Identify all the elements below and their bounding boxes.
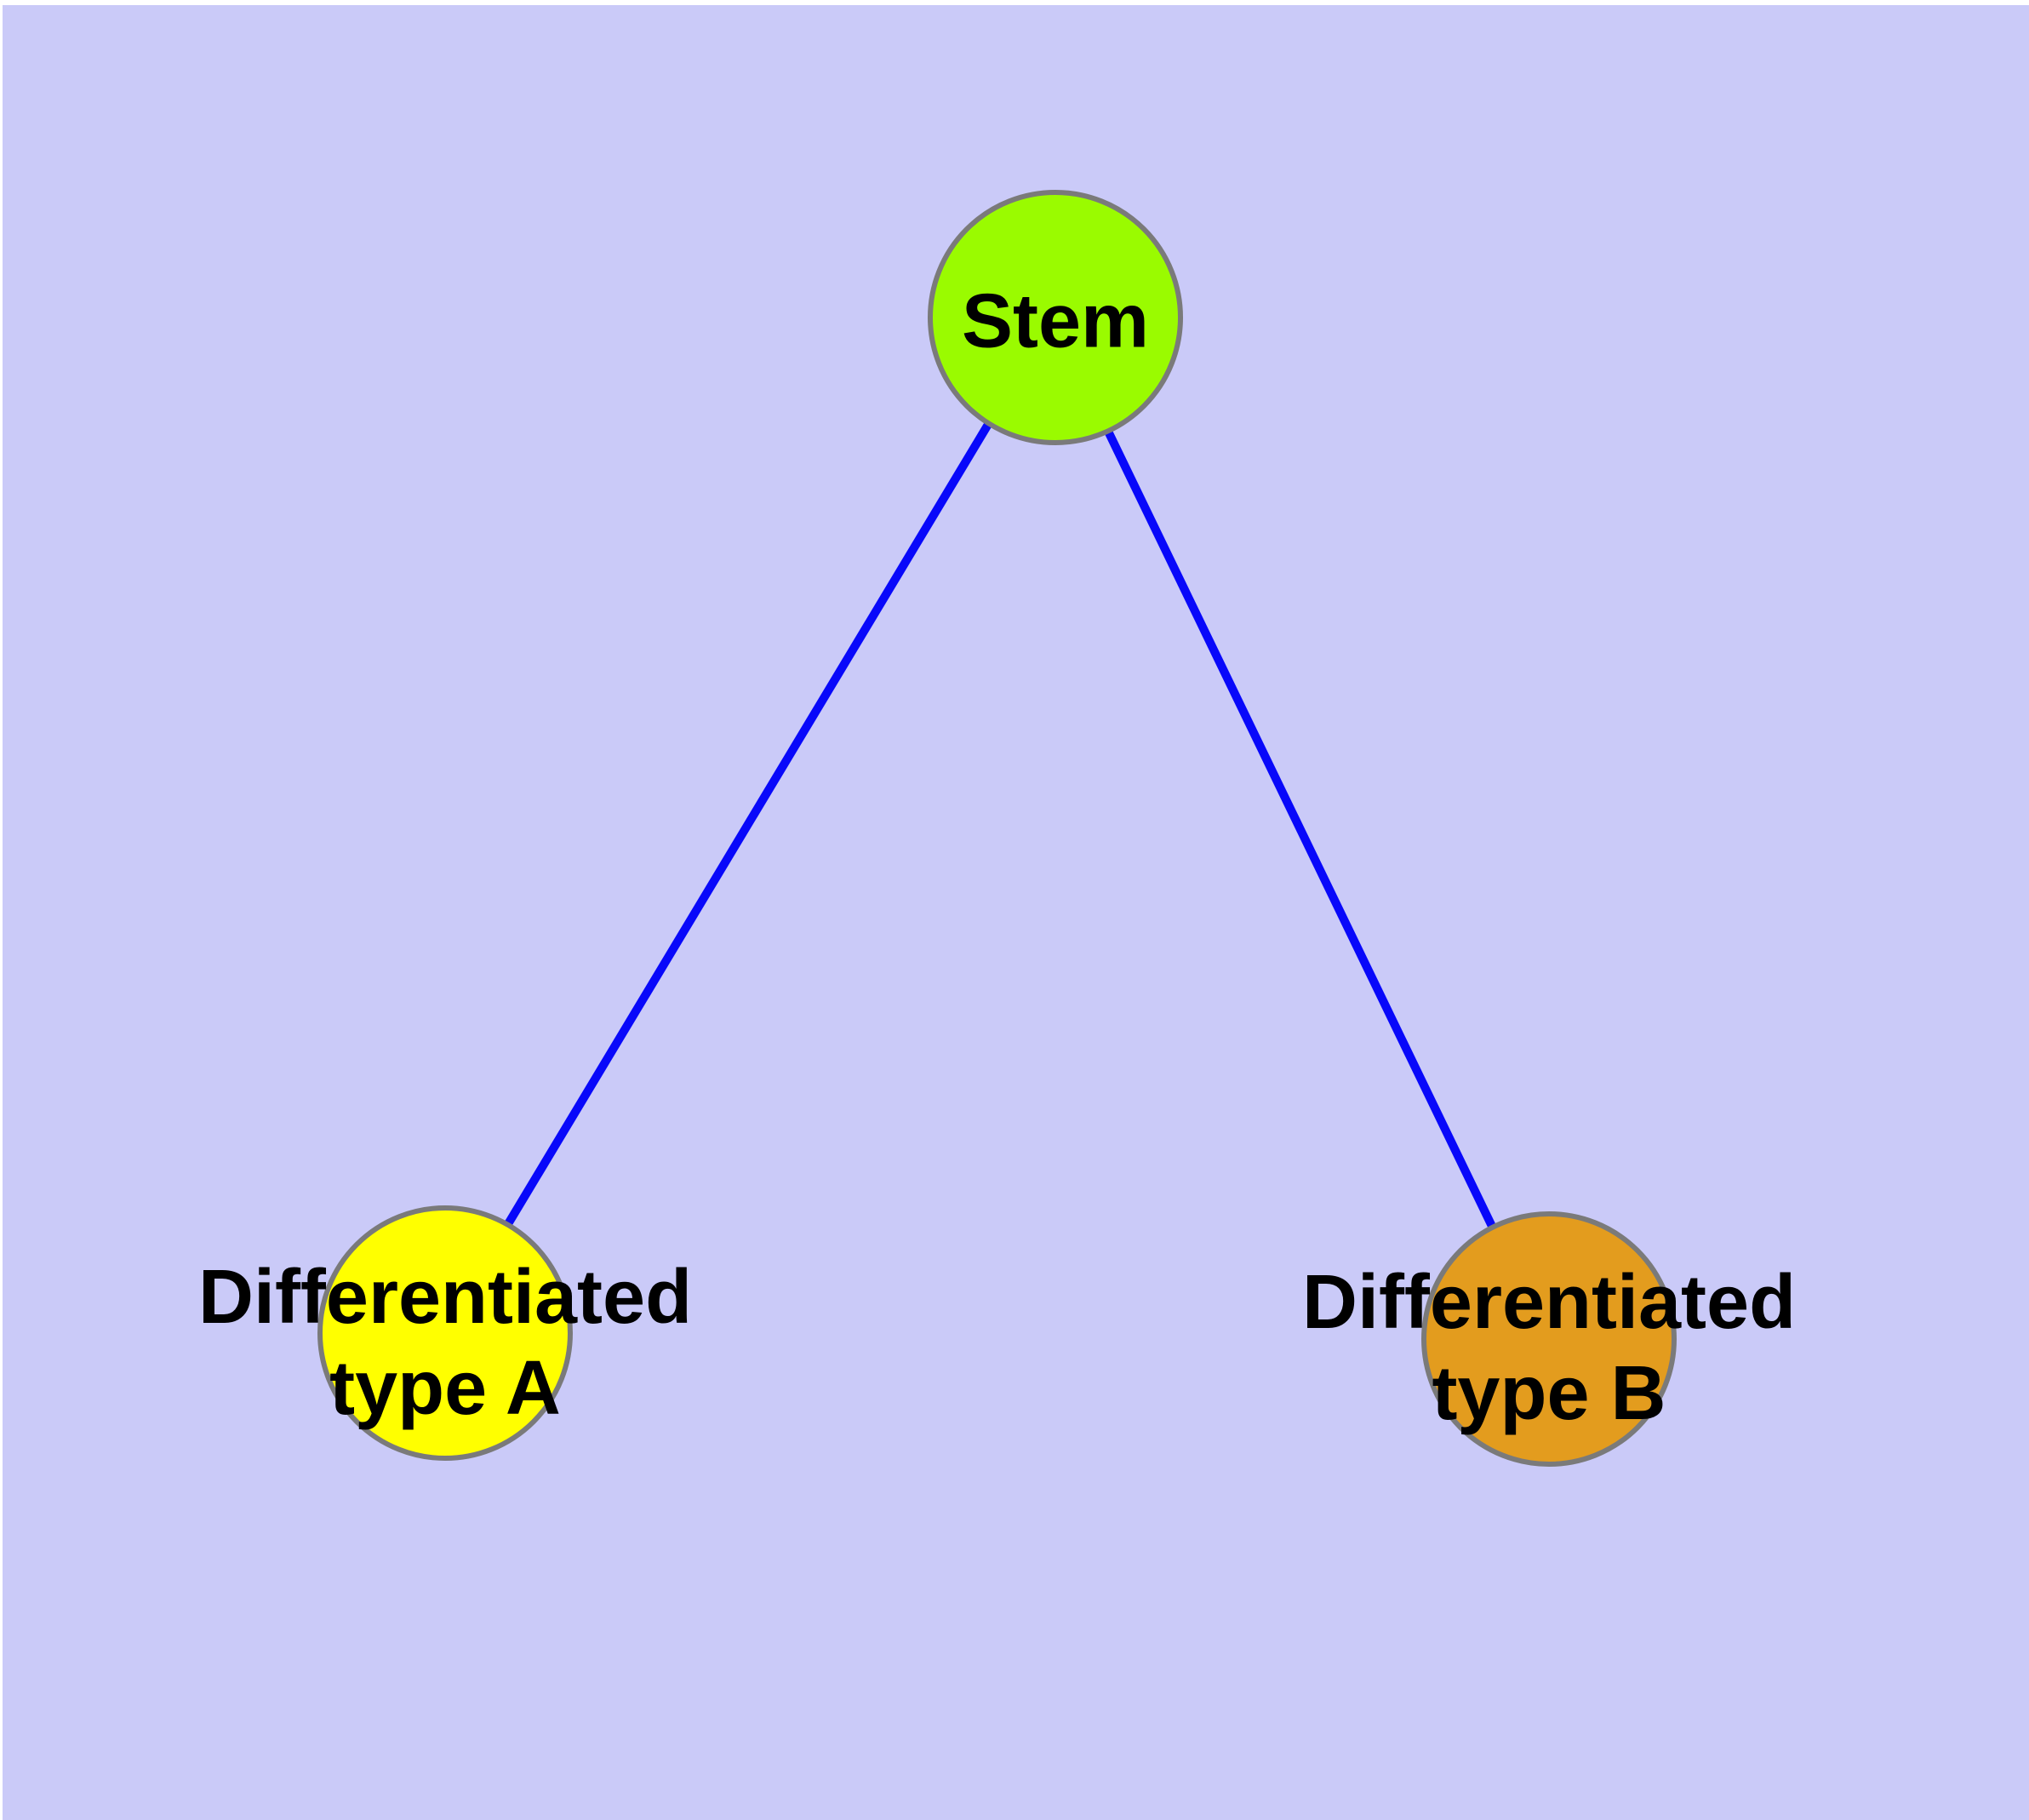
node-differentiated-type-b	[1421, 1211, 1677, 1467]
edge-layer	[438, 314, 1551, 1342]
edge-stem-to-type-a	[438, 314, 1057, 1336]
node-differentiated-type-b-label: Differentiated type B	[1301, 1260, 1797, 1436]
node-differentiated-type-a	[317, 1205, 573, 1461]
node-differentiated-type-a-label: Differentiated type A	[197, 1255, 693, 1431]
diagram-canvas: Stem Differentiated type A Differentiate…	[3, 5, 2029, 1820]
node-stem-label: Stem	[961, 278, 1150, 364]
node-stem	[928, 190, 1183, 445]
edge-stem-to-type-b	[1049, 314, 1551, 1342]
